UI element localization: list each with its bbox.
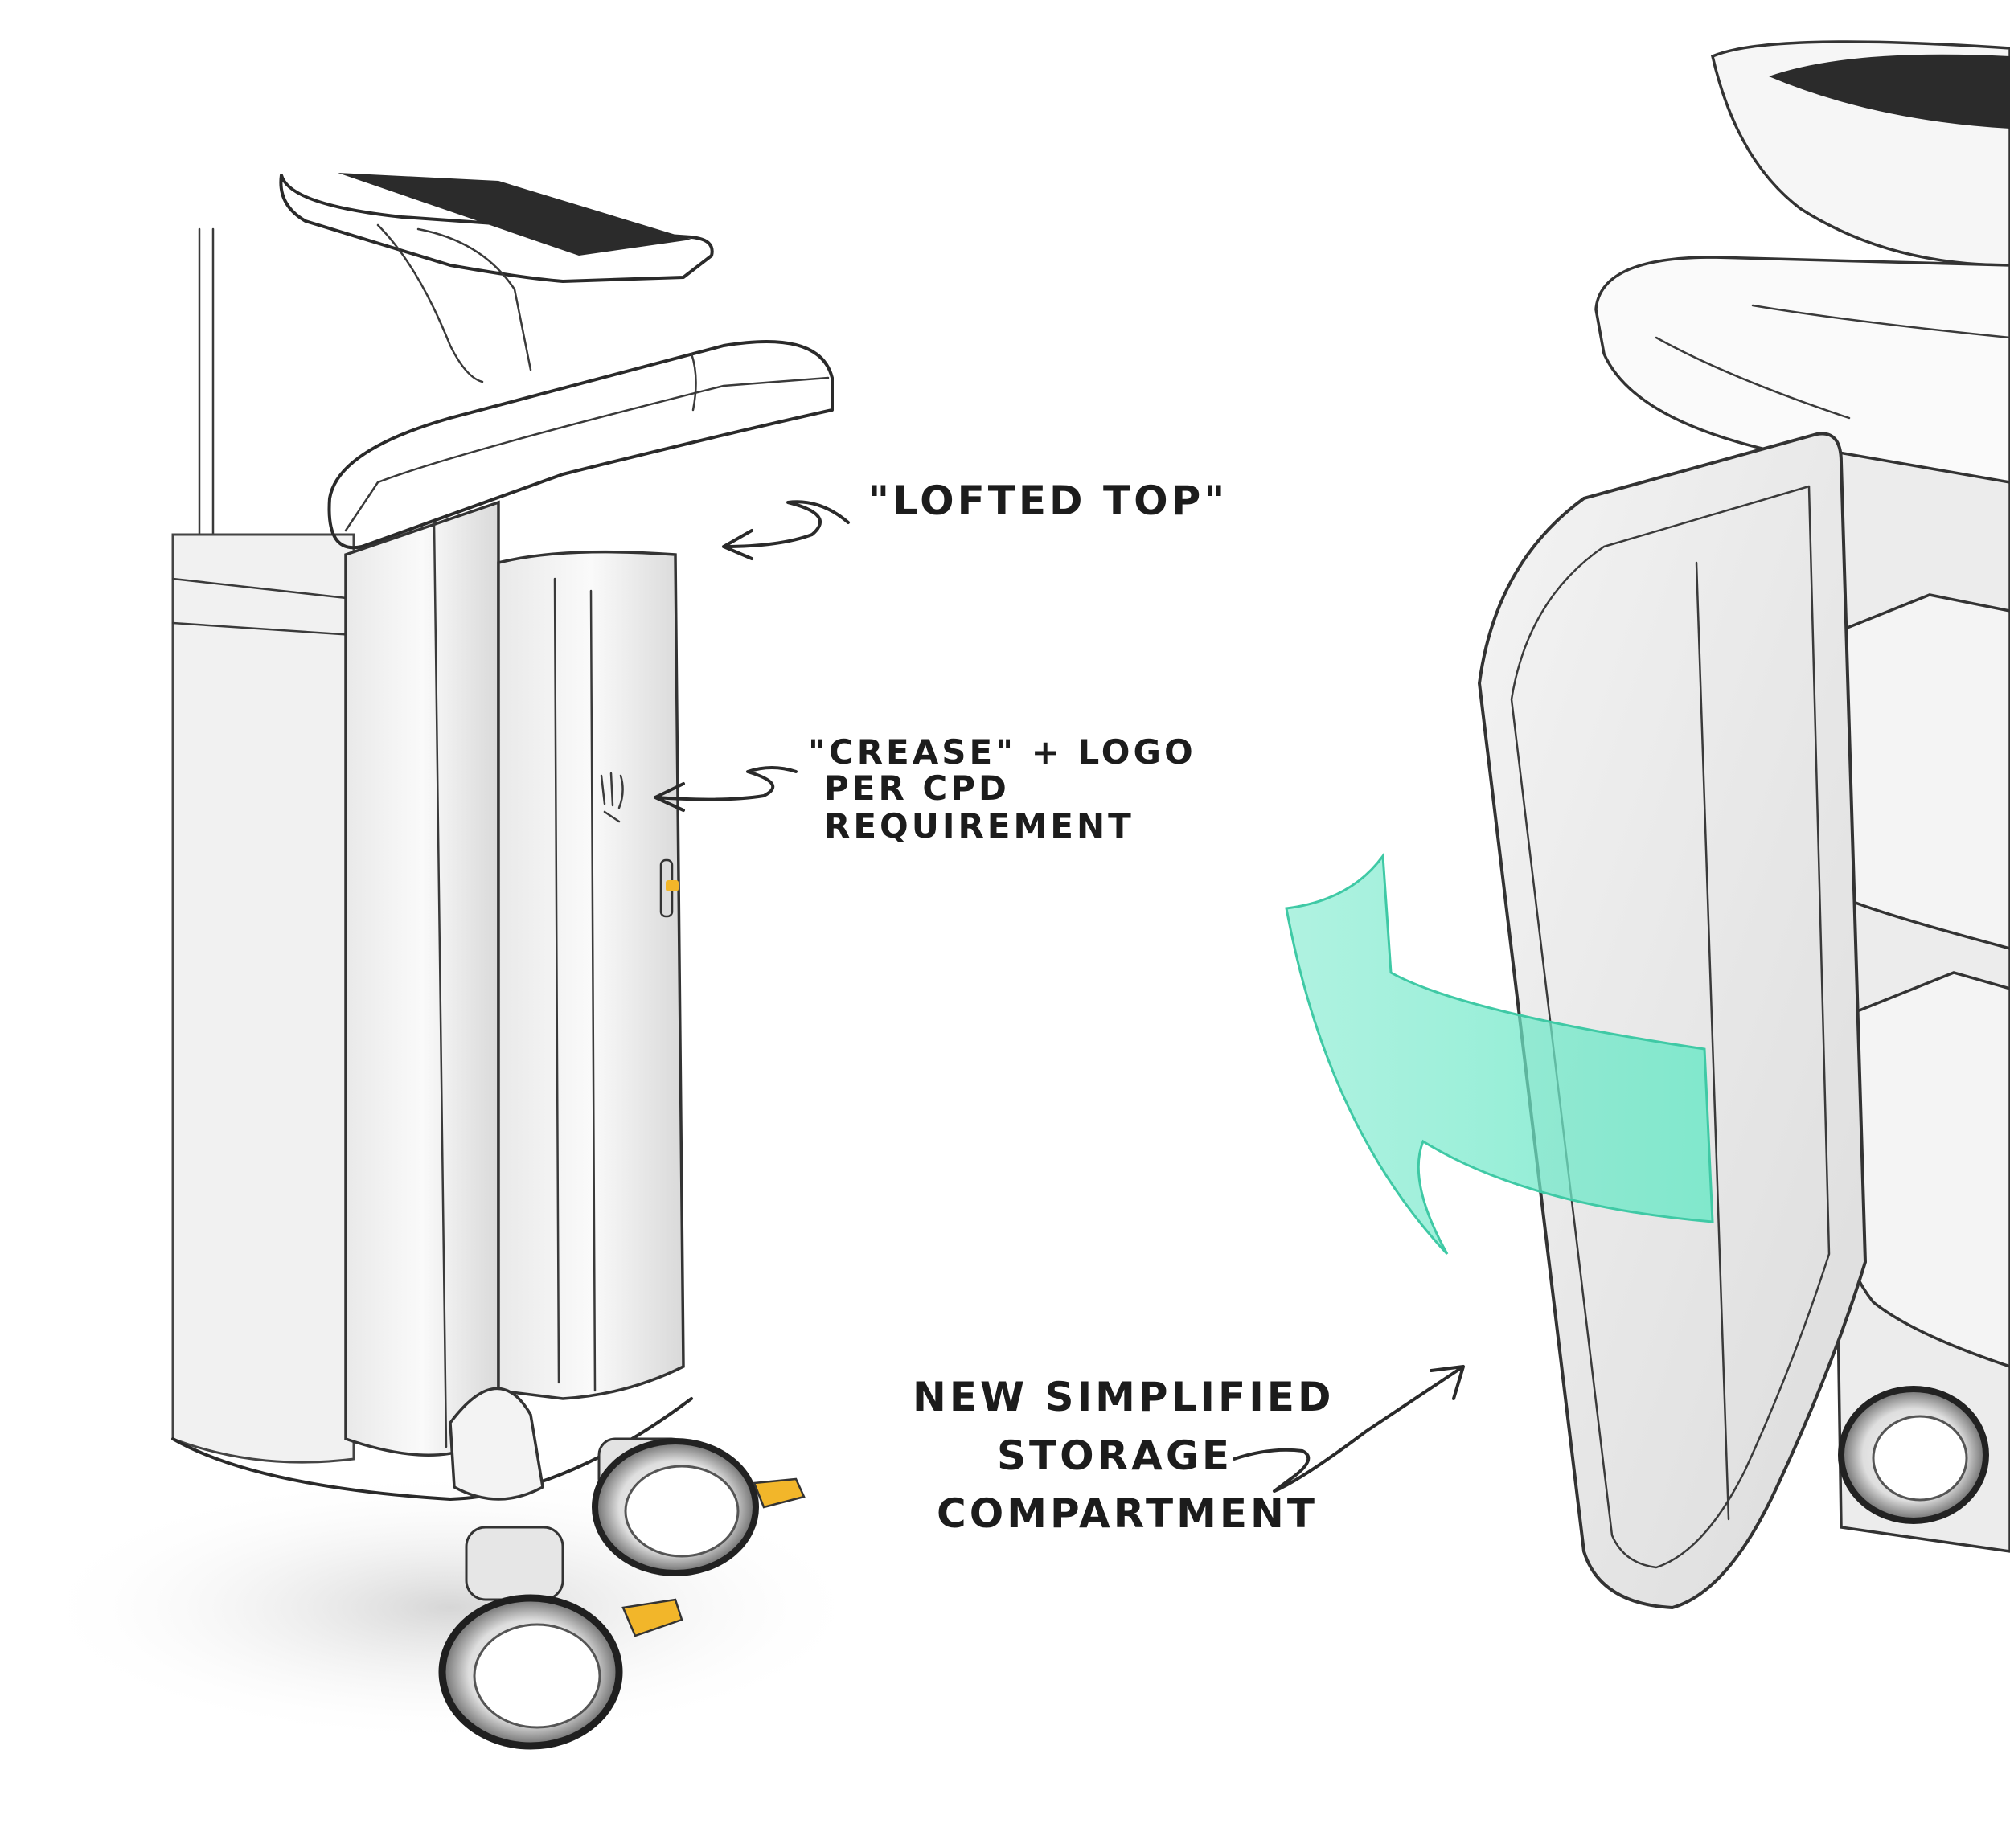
annotation-text-line2: PER CPD: [824, 768, 1010, 808]
lofted-top-handle: [327, 340, 834, 550]
annotation-crease-logo: "CREASE" + LOGO PER CPD REQUIREMENT: [654, 732, 1196, 846]
caster-front: [438, 1526, 683, 1750]
caster-brake-tab: [753, 1477, 806, 1509]
caster-rear: [592, 1437, 806, 1576]
main-column: [344, 500, 500, 1457]
annotation-text-line2: STORAGE: [997, 1432, 1233, 1479]
annotation-text-line3: COMPARTMENT: [937, 1490, 1318, 1537]
caster-brake-tab: [621, 1598, 683, 1637]
rear-body-panel: [171, 533, 355, 1464]
storage-door: [1477, 432, 1868, 1610]
column-crease: [433, 521, 448, 1448]
annotation-text-line1: "CREASE" + LOGO: [808, 732, 1196, 772]
annotation-text-line1: NEW SIMPLIFIED: [913, 1374, 1334, 1420]
pointer-arrow: [654, 766, 798, 812]
monitor-screen: [338, 173, 691, 256]
base-foot: [449, 1387, 544, 1501]
side-storage-tower: [497, 550, 685, 1400]
annotation-lofted-top: "LOFTED TOP": [722, 477, 1228, 560]
rear-body-band: [171, 577, 355, 637]
annotation-text-line3: REQUIREMENT: [824, 806, 1134, 846]
annotation-text: "LOFTED TOP": [868, 477, 1228, 524]
left-cart-illustration: [32, 173, 868, 1750]
pointer-arrow: [1233, 1365, 1465, 1493]
swing-direction-arrow: [1285, 852, 1714, 1256]
monitor: [279, 173, 714, 383]
right-monitor-screen: [1769, 54, 2010, 129]
right-cart-illustration: [1285, 40, 2010, 1610]
logo-mark: [600, 772, 624, 823]
annotation-storage: NEW SIMPLIFIED STORAGE COMPARTMENT: [913, 1365, 1465, 1537]
rear-mast: [198, 227, 215, 540]
latch-tab: [666, 880, 679, 891]
pointer-arrow: [722, 500, 850, 560]
